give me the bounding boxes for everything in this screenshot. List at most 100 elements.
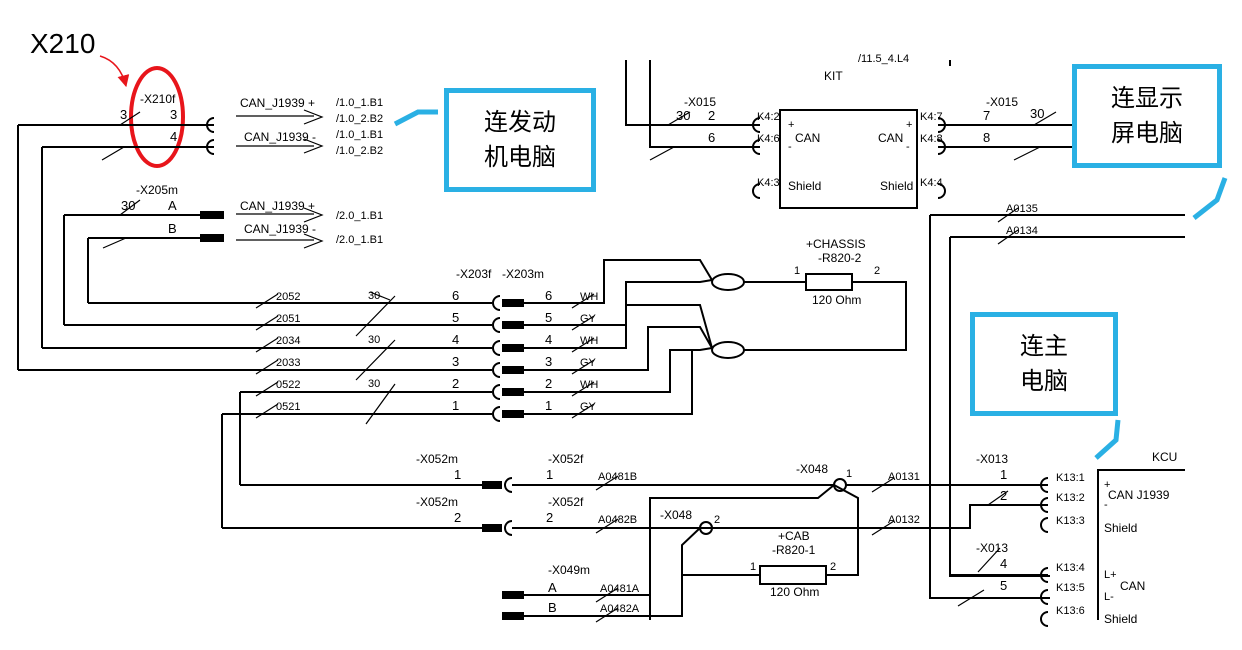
svg-text:2034: 2034 bbox=[276, 335, 300, 347]
svg-text:2: 2 bbox=[452, 376, 459, 391]
svg-text:K4:8: K4:8 bbox=[920, 133, 943, 145]
svg-text:1: 1 bbox=[546, 467, 553, 482]
svg-text:A0132: A0132 bbox=[888, 514, 920, 526]
x210-pointer-arrow bbox=[99, 55, 130, 88]
x210-annotation: X210 bbox=[30, 28, 96, 59]
svg-text:0522: 0522 bbox=[276, 379, 300, 391]
svg-text:/2.0_1.B1: /2.0_1.B1 bbox=[336, 210, 383, 222]
svg-text:+: + bbox=[906, 119, 912, 131]
svg-text:-: - bbox=[906, 141, 910, 153]
svg-text:CAN J1939: CAN J1939 bbox=[1108, 488, 1170, 502]
svg-text:CAN: CAN bbox=[878, 131, 903, 145]
svg-text:A0481B: A0481B bbox=[598, 471, 637, 483]
svg-text:/1.0_1.B1: /1.0_1.B1 bbox=[336, 129, 383, 141]
svg-text:0521: 0521 bbox=[276, 401, 300, 413]
svg-text:Shield: Shield bbox=[880, 179, 913, 193]
svg-text:5: 5 bbox=[452, 310, 459, 325]
svg-text:2: 2 bbox=[874, 265, 880, 277]
svg-text:K4:4: K4:4 bbox=[920, 177, 943, 189]
svg-text:K4:3: K4:3 bbox=[757, 177, 780, 189]
svg-text:A0482A: A0482A bbox=[600, 603, 640, 615]
svg-text:5: 5 bbox=[545, 310, 552, 325]
svg-text:CAN_J1939 -: CAN_J1939 - bbox=[244, 222, 316, 236]
callout-engine-ecu: 连发动机电脑 bbox=[444, 88, 596, 192]
svg-text:1: 1 bbox=[454, 467, 461, 482]
svg-text:2: 2 bbox=[714, 514, 720, 526]
svg-text:4: 4 bbox=[545, 332, 552, 347]
svg-text:-X015: -X015 bbox=[684, 95, 716, 109]
svg-text:A: A bbox=[168, 198, 177, 213]
svg-text:1: 1 bbox=[545, 398, 552, 413]
svg-text:B: B bbox=[168, 221, 177, 236]
can-l-label-1: CAN_J1939 - bbox=[244, 130, 316, 144]
svg-text:K13:5: K13:5 bbox=[1056, 582, 1085, 594]
svg-text:L+: L+ bbox=[1104, 569, 1117, 581]
svg-text:2033: 2033 bbox=[276, 357, 300, 369]
resistor-r820-1 bbox=[759, 565, 827, 585]
svg-text:30: 30 bbox=[368, 334, 380, 346]
svg-text:+: + bbox=[1104, 479, 1110, 491]
svg-text:+: + bbox=[788, 119, 794, 131]
svg-text:1: 1 bbox=[794, 265, 800, 277]
svg-text:2: 2 bbox=[830, 561, 836, 573]
svg-text:/1.0_1.B1: /1.0_1.B1 bbox=[336, 97, 383, 109]
svg-text:-X015: -X015 bbox=[986, 95, 1018, 109]
svg-text:A0134: A0134 bbox=[1006, 225, 1038, 237]
svg-text:K4:7: K4:7 bbox=[920, 111, 943, 123]
svg-text:30: 30 bbox=[368, 378, 380, 390]
svg-text:3: 3 bbox=[120, 107, 127, 122]
svg-text:4: 4 bbox=[170, 129, 177, 144]
svg-text:-X052m: -X052m bbox=[416, 452, 458, 466]
svg-text:K13:6: K13:6 bbox=[1056, 605, 1085, 617]
x210f-label: -X210f bbox=[140, 92, 176, 106]
svg-text:3: 3 bbox=[170, 107, 177, 122]
svg-text:K4:2: K4:2 bbox=[757, 111, 780, 123]
svg-text:A0482B: A0482B bbox=[598, 514, 637, 526]
svg-text:Shield: Shield bbox=[1104, 612, 1137, 626]
svg-text:30: 30 bbox=[1030, 106, 1044, 121]
kcu-label: KCU bbox=[1152, 450, 1177, 464]
svg-text:-X052m: -X052m bbox=[416, 495, 458, 509]
kit-label: KIT bbox=[824, 69, 843, 83]
svg-text:Shield: Shield bbox=[1104, 521, 1137, 535]
svg-text:+CHASSIS: +CHASSIS bbox=[806, 237, 866, 251]
x205m-label: -X205m bbox=[136, 183, 178, 197]
svg-text:CAN: CAN bbox=[1120, 579, 1145, 593]
svg-text:K4:6: K4:6 bbox=[757, 133, 780, 145]
svg-text:30: 30 bbox=[368, 290, 380, 302]
svg-text:-X203f: -X203f bbox=[456, 267, 492, 281]
svg-text:A0481A: A0481A bbox=[600, 583, 640, 595]
svg-text:L-: L- bbox=[1104, 591, 1114, 603]
svg-text:CAN: CAN bbox=[795, 131, 820, 145]
svg-text:6: 6 bbox=[452, 288, 459, 303]
svg-text:K13:2: K13:2 bbox=[1056, 492, 1085, 504]
svg-text:/11.5_4.L4: /11.5_4.L4 bbox=[858, 53, 909, 65]
svg-text:CAN_J1939 +: CAN_J1939 + bbox=[240, 199, 315, 213]
svg-text:-X013: -X013 bbox=[976, 541, 1008, 555]
x210-highlight-circle bbox=[129, 66, 185, 168]
kit-module bbox=[779, 109, 918, 209]
svg-text:-X052f: -X052f bbox=[548, 495, 584, 509]
svg-text:2: 2 bbox=[454, 510, 461, 525]
svg-text:-R820-2: -R820-2 bbox=[818, 251, 862, 265]
svg-text:Shield: Shield bbox=[788, 179, 821, 193]
svg-text:-X049m: -X049m bbox=[548, 563, 590, 577]
svg-text:K13:3: K13:3 bbox=[1056, 515, 1085, 527]
svg-text:3: 3 bbox=[545, 354, 552, 369]
svg-text:4: 4 bbox=[1000, 556, 1007, 571]
svg-text:A0135: A0135 bbox=[1006, 203, 1038, 215]
svg-text:30: 30 bbox=[676, 108, 690, 123]
svg-text:8: 8 bbox=[983, 130, 990, 145]
svg-text:1: 1 bbox=[1000, 467, 1007, 482]
svg-text:2: 2 bbox=[1000, 488, 1007, 503]
svg-text:1: 1 bbox=[750, 561, 756, 573]
svg-text:2: 2 bbox=[545, 376, 552, 391]
svg-text:3: 3 bbox=[452, 354, 459, 369]
svg-text:-X013: -X013 bbox=[976, 452, 1008, 466]
callout-main-computer: 连主电脑 bbox=[970, 312, 1118, 416]
svg-text:A0131: A0131 bbox=[888, 471, 920, 483]
svg-text:6: 6 bbox=[545, 288, 552, 303]
svg-text:2: 2 bbox=[546, 510, 553, 525]
svg-text:-X048: -X048 bbox=[660, 508, 692, 522]
